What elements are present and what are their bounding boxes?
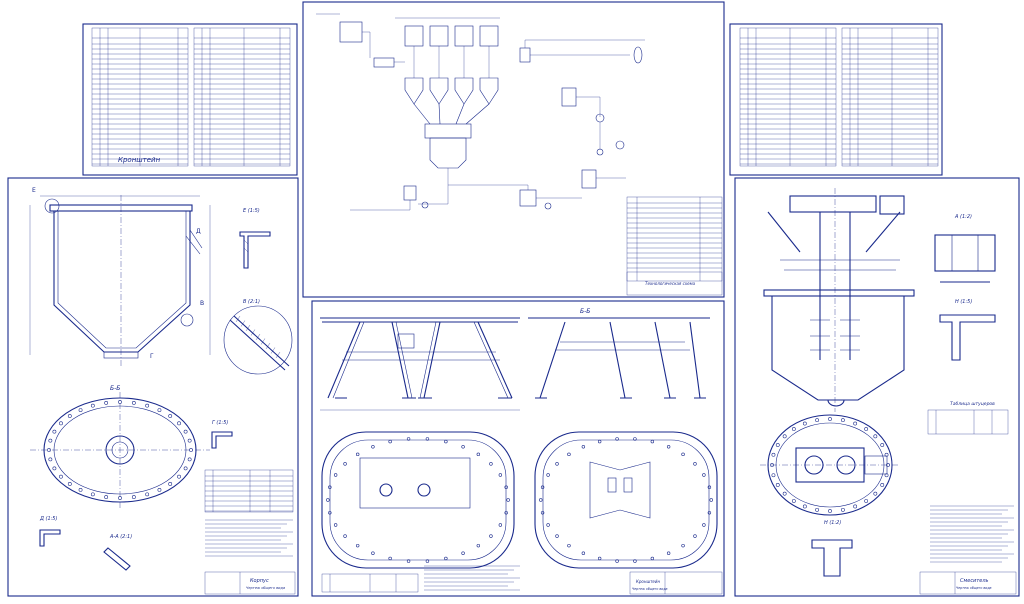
bracket-title: Кронштейн: [636, 579, 660, 584]
bracket-notes: [424, 565, 520, 591]
bracket-plan-view-1: [321, 431, 515, 569]
bracket-bb-label: Б-Б: [580, 308, 590, 315]
spec-table-right-2: [841, 27, 939, 167]
body-stamp-sub: Чертеж общего вида: [246, 586, 285, 590]
frame-bracket-drawing: [311, 300, 725, 597]
legend-rows: [627, 202, 722, 269]
mixer-detail-a: [934, 234, 996, 283]
mixer-view-n-label: Н (1:5): [955, 299, 972, 305]
scheme-title: Технологическая схема: [645, 281, 696, 286]
bracket-pipes-table: [321, 573, 419, 593]
detail-d: [39, 529, 61, 547]
mixer-plan-view: [760, 414, 900, 516]
spec-table-left-2: [193, 27, 291, 167]
flange-plan-view: [30, 392, 210, 510]
frame-bracket-spec: [82, 23, 298, 176]
mixer-view-n-bottom: Н (1:2): [824, 520, 841, 526]
bracket-stamp-sub: Чертеж общего вида: [632, 587, 668, 591]
spec-rows-right: [740, 43, 938, 165]
body-notes: [205, 519, 293, 557]
spec-table-right-1: [739, 27, 837, 167]
detail-g: [211, 431, 233, 449]
process-scheme: [316, 13, 645, 211]
detail-aa: [103, 547, 131, 571]
spec-table-left-1: [91, 27, 189, 167]
callout-e: Е: [32, 187, 36, 194]
mixer-stamp: [919, 571, 1017, 595]
callout-v: В: [200, 300, 204, 307]
scheme-stamp: [626, 271, 723, 296]
view-d-label: Д (1:5): [39, 516, 57, 522]
view-v-label: В (2:1): [243, 299, 260, 305]
view-aa-label: А-А (2:1): [109, 534, 132, 540]
mixer-detail-n: [939, 314, 996, 361]
spec-rows-left: [92, 43, 290, 165]
frame-mixer-spec: [729, 23, 943, 176]
view-e-label: Е (1:5): [243, 208, 260, 214]
bracket-spec-title: Кронштейн: [118, 156, 161, 164]
mixer-notes: [930, 505, 1014, 563]
mixer-bottom-detail: [811, 539, 853, 577]
mixer-view-a-label: А (1:2): [954, 214, 972, 220]
bracket-front-view: [320, 317, 520, 411]
frame-body: [7, 177, 299, 597]
mixer-stamp-sub: Чертеж общего вида: [956, 586, 992, 590]
bracket-side-view: Б-Б: [528, 308, 710, 399]
detail-v: [223, 305, 293, 375]
sheet-frames: [7, 1, 1020, 597]
bracket-plan-view-2: [534, 431, 718, 569]
view-g-label: Г (1:5): [212, 420, 228, 426]
mixer-front-view: [763, 188, 915, 412]
mixer-pipes-title: Таблица штуцеров: [950, 401, 995, 407]
mixer-pipes-table: [927, 409, 1009, 435]
vessel-body-view: Е Д В Г: [29, 187, 211, 368]
body-stamp: [204, 571, 296, 595]
callout-d: Д: [196, 228, 201, 235]
frame-scheme: [302, 1, 725, 298]
view-bb-label: Б-Б: [110, 385, 120, 392]
scheme-legend-table: [626, 196, 723, 282]
body-title: Корпус: [250, 578, 269, 584]
callout-g: Г: [150, 353, 154, 360]
mixer-title: Смеситель: [960, 578, 989, 584]
detail-e: [239, 231, 271, 269]
frame-mixer: [734, 177, 1020, 597]
bracket-stamp: [629, 571, 723, 595]
